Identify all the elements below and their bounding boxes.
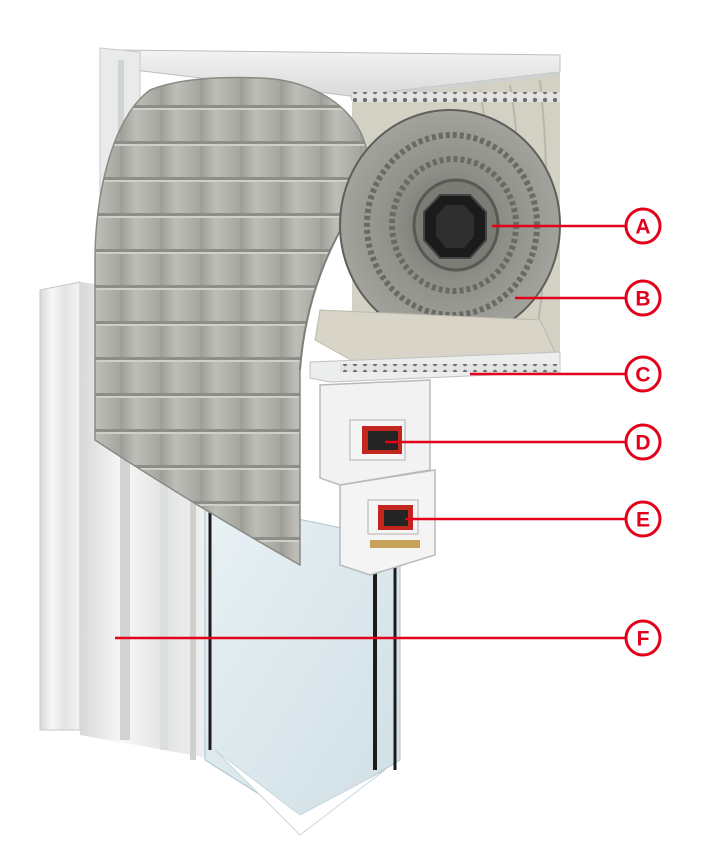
glass-pane xyxy=(204,499,401,836)
frame-profile-lower xyxy=(339,469,436,576)
callout-marker-b: B xyxy=(624,279,662,317)
callout-marker-e: E xyxy=(624,500,662,538)
callout-letter-b: B xyxy=(635,288,650,311)
callout-letter-f: F xyxy=(637,628,650,651)
shutter-axle xyxy=(423,194,487,259)
callout-marker-a: A xyxy=(624,207,662,245)
callout-marker-c: C xyxy=(624,355,662,393)
callout-marker-f: F xyxy=(624,619,662,657)
callout-leader-lines xyxy=(115,224,626,640)
callout-letter-d: D xyxy=(635,432,650,455)
shutter-curtain xyxy=(94,76,369,567)
callout-marker-d: D xyxy=(624,423,662,461)
callout-letter-e: E xyxy=(636,509,650,532)
callout-letter-c: C xyxy=(635,364,650,387)
callout-letter-a: A xyxy=(635,216,650,239)
frame-profile-upper xyxy=(319,379,431,486)
